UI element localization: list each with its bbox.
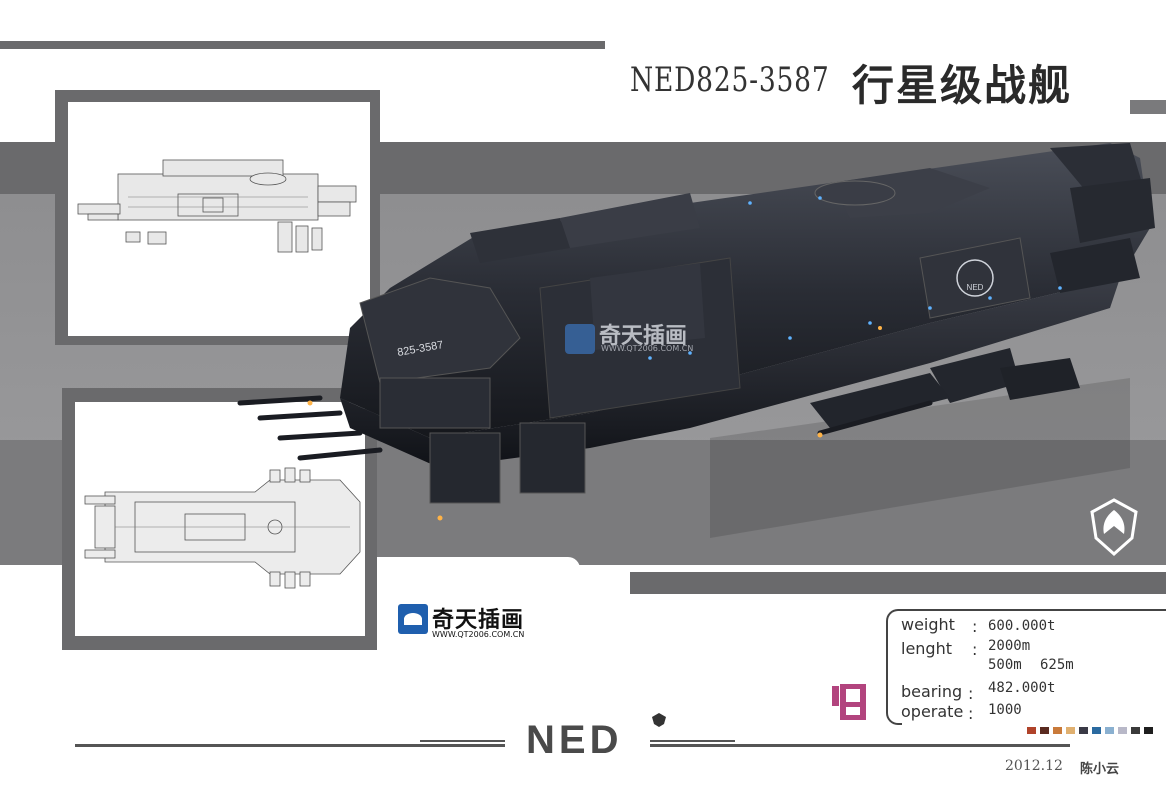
- palette-swatch: [1079, 727, 1088, 734]
- publisher-url: WWW.QT2006.COM.CN: [432, 630, 525, 639]
- length-value-2: 500m: [988, 657, 1022, 673]
- color-palette: [1027, 727, 1162, 737]
- palette-swatch: [1105, 727, 1114, 734]
- publisher-brand: 奇天插画: [432, 608, 525, 633]
- watermark-url: WWW.QT2006.COM.CN: [601, 344, 694, 353]
- phoenix-emblem-icon: [1090, 498, 1138, 557]
- footer-phoenix-icon: [652, 713, 666, 727]
- palette-swatch: [1118, 727, 1127, 734]
- operate-label: operate: [901, 702, 964, 721]
- ship-reflection: [710, 378, 1130, 538]
- side-view-blueprint: [77, 159, 357, 253]
- side-view-panel: [68, 102, 370, 336]
- weight-label: weight: [901, 615, 955, 634]
- length-colon: :: [972, 640, 978, 659]
- palette-swatch: [1027, 727, 1036, 734]
- palette-swatch: [1092, 727, 1101, 734]
- weight-value: 600.000t: [988, 618, 1056, 634]
- footer-line-left-tip: [420, 740, 505, 742]
- operate-value: 1000: [988, 702, 1022, 718]
- top-view-panel: [75, 402, 365, 636]
- hull-emblem: NED: [956, 259, 994, 297]
- publisher-logo: 奇天插画 WWW.QT2006.COM.CN: [398, 602, 533, 642]
- battleship-illustration: NED 825-3587: [237, 143, 1155, 538]
- fleet-mark-icon: [832, 684, 866, 720]
- svg-text:NED: NED: [967, 283, 984, 292]
- length-label: lenght: [901, 639, 952, 658]
- top-view-blueprint: [84, 467, 361, 589]
- engine-glow: [307, 326, 882, 521]
- palette-swatch: [1144, 727, 1153, 734]
- bottom-white-cut: [375, 557, 580, 582]
- top-stripe: [0, 41, 605, 49]
- footer-line-right-tip: [650, 740, 735, 742]
- top-right-stripe: [1130, 100, 1166, 114]
- lower-right-stripe-cut: [580, 565, 630, 605]
- weight-colon: :: [972, 617, 978, 636]
- bearing-value: 482.000t: [988, 680, 1056, 696]
- upper-panel-connector: [380, 180, 440, 194]
- watermark-logo-icon: [565, 324, 595, 354]
- ship-code-title: NED825-3587: [630, 60, 830, 100]
- lower-right-stripe: [620, 572, 1166, 594]
- footer-date: 2012.12: [1005, 758, 1063, 774]
- footer-line-right: [650, 744, 1070, 747]
- running-lights: [648, 196, 1062, 360]
- ship-hull: [340, 143, 1155, 504]
- footer-author: 陈小云: [1080, 762, 1120, 777]
- operate-colon: :: [968, 704, 974, 723]
- length-value-1: 2000m: [988, 638, 1031, 654]
- palette-swatch: [1131, 727, 1140, 734]
- watermark-brand: 奇天插画: [599, 324, 688, 349]
- specs-bracket-top: [900, 609, 1166, 611]
- bearing-label: bearing: [901, 682, 963, 701]
- palette-swatch: [1066, 727, 1075, 734]
- palette-swatch: [1040, 727, 1049, 734]
- footer-brand: NED: [526, 718, 623, 762]
- specs-bracket: [886, 609, 902, 725]
- length-value-3: 625m: [1040, 657, 1074, 673]
- forward-guns: [237, 395, 933, 461]
- bearing-colon: :: [968, 684, 974, 703]
- footer-line-left: [75, 744, 505, 747]
- ship-class-title: 行星级战舰: [852, 61, 1073, 110]
- palette-swatch: [1053, 727, 1062, 734]
- publisher-logo-icon: [398, 604, 428, 634]
